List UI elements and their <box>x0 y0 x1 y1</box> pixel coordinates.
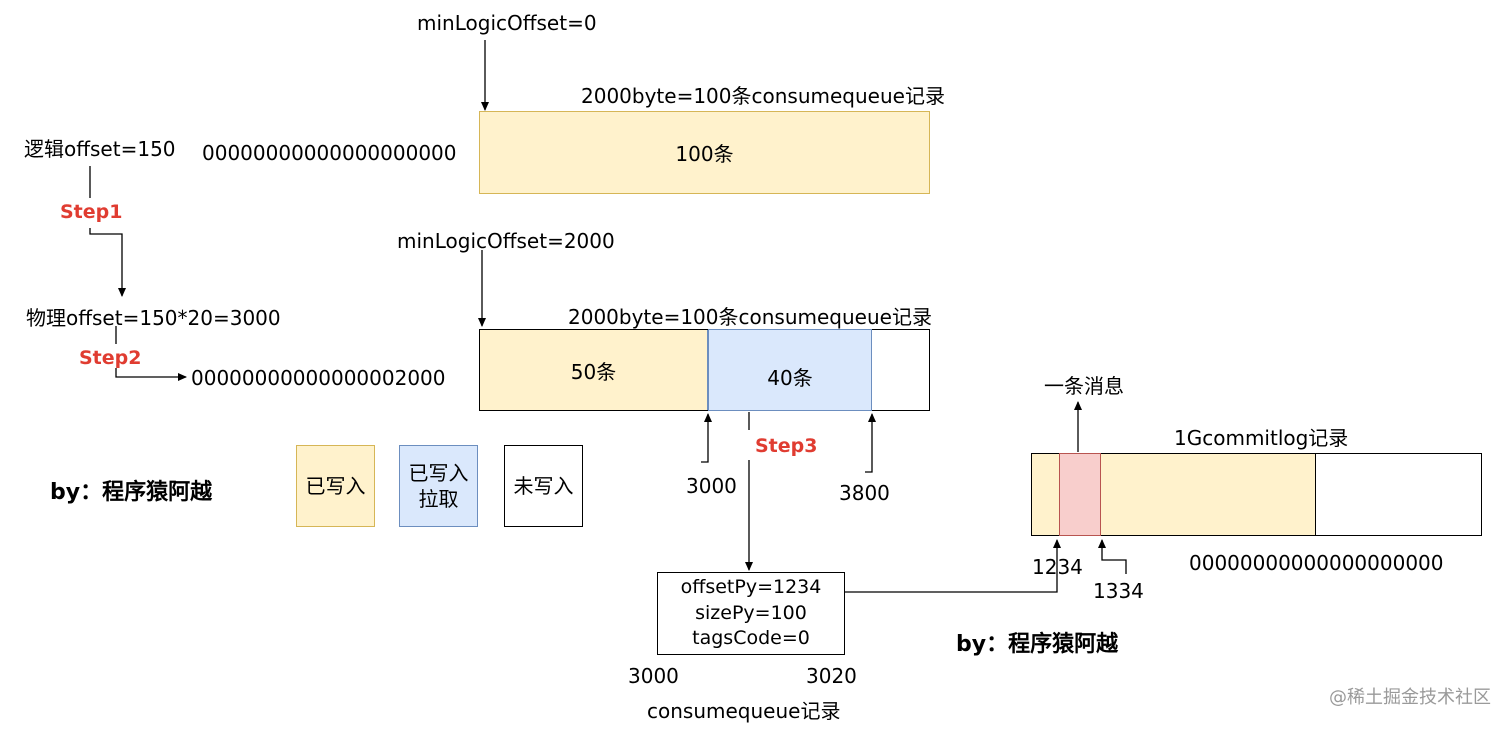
record-caption: consumequeue记录 <box>647 699 841 723</box>
arrow-record-to-commitlog <box>845 539 1061 593</box>
author-label-right: by：程序猿阿越 <box>956 632 1119 657</box>
physical-offset-label: 物理offset=150*20=3000 <box>26 306 281 330</box>
message-label: 一条消息 <box>1044 374 1124 398</box>
record-tags-code: tagsCode=0 <box>692 627 810 650</box>
step1-label: Step1 <box>60 201 123 223</box>
logic-offset-label: 逻辑offset=150 <box>24 137 176 161</box>
middle-pulled-segment: 40条 <box>708 329 872 411</box>
top-block-title: 2000byte=100条consumequeue记录 <box>581 84 945 108</box>
step3-label: Step3 <box>755 435 818 457</box>
arrow-marker-3000 <box>701 413 712 463</box>
middle-block-title: 2000byte=100条consumequeue记录 <box>568 305 932 329</box>
watermark: @稀土掘金技术社区 <box>1329 687 1491 708</box>
record-size-py: sizePy=100 <box>695 601 807 624</box>
middle-filename: 00000000000000002000 <box>191 366 446 390</box>
legend-unwritten: 未写入 <box>504 445 583 527</box>
legend-pulled-line2: 拉取 <box>418 487 459 511</box>
msg-end-label: 1334 <box>1093 579 1144 603</box>
top-written-segment: 100条 <box>479 111 930 194</box>
middle-written-label: 50条 <box>570 359 617 384</box>
record-offset-py: offsetPy=1234 <box>680 576 822 599</box>
marker-3000-label: 3000 <box>686 474 737 498</box>
step2-label: Step2 <box>79 347 142 369</box>
arrow-step2 <box>115 326 186 377</box>
record-start-label: 3000 <box>628 664 679 688</box>
marker-3800-label: 3800 <box>839 481 890 505</box>
arrow-msg-end <box>1098 539 1127 574</box>
legend-pulled-line1: 已写入 <box>408 461 469 485</box>
msg-start-label: 1234 <box>1032 555 1083 579</box>
top-filename: 00000000000000000000 <box>202 141 457 165</box>
record-end-label: 3020 <box>806 664 857 688</box>
commitlog-title: 1Gcommitlog记录 <box>1174 426 1349 450</box>
top-segment-label: 100条 <box>675 142 734 166</box>
middle-pulled-label: 40条 <box>767 366 813 390</box>
commitlog-message-segment <box>1059 453 1101 536</box>
min-logic-offset-0-label: minLogicOffset=0 <box>417 11 597 35</box>
legend-unwritten-label: 未写入 <box>513 474 574 498</box>
arrow-step1 <box>89 166 122 296</box>
min-logic-offset-2000-label: minLogicOffset=2000 <box>397 229 615 253</box>
middle-written-segment: 50条 <box>480 330 708 410</box>
legend-written: 已写入 <box>296 445 375 527</box>
arrow-marker-3800 <box>865 413 876 473</box>
consumequeue-record-box: offsetPy=1234 sizePy=100 tagsCode=0 <box>657 572 845 655</box>
legend-pulled: 已写入 拉取 <box>399 445 478 527</box>
author-label-left: by：程序猿阿越 <box>50 480 213 505</box>
legend-written-label: 已写入 <box>305 474 366 498</box>
commitlog-filename: 00000000000000000000 <box>1189 551 1444 575</box>
